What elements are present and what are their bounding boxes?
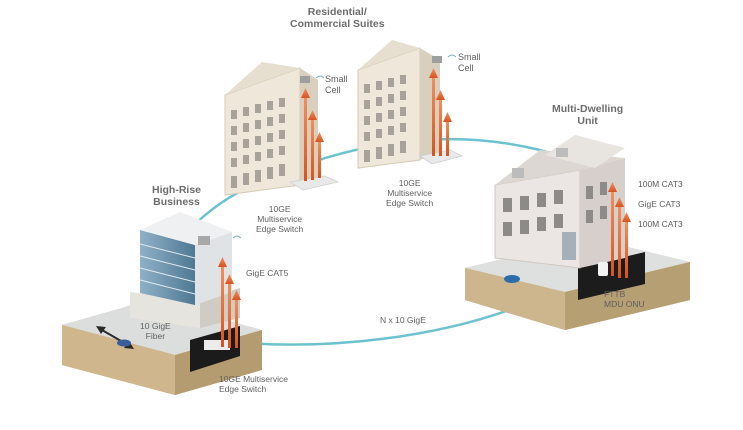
edge-switch-label-right: 10GE Multiservice Edge Switch <box>386 178 433 208</box>
small-cell-icon <box>300 76 310 83</box>
residential-building-left <box>225 62 338 195</box>
highrise-fiber-label: 10 GigE Fiber <box>140 321 171 341</box>
mdu-link-1: 100M CAT3 <box>638 179 683 189</box>
fiber-spool-icon <box>504 275 520 283</box>
small-cell-icon <box>432 56 442 63</box>
fiber-spool-icon <box>117 340 131 347</box>
mdu-link-2: GigE CAT3 <box>638 199 680 209</box>
highrise-site <box>62 212 262 395</box>
highrise-switch-label: 10GE Multiservice Edge Switch <box>219 374 288 394</box>
highrise-gige-label: GigE CAT5 <box>246 268 288 278</box>
uplink-arrows-right <box>429 68 452 156</box>
ring-label: N x 10 GigE <box>380 315 426 325</box>
mdu-site <box>465 135 690 330</box>
mdu-title: Multi-Dwelling Unit <box>552 103 623 127</box>
onu-device-icon <box>598 262 608 276</box>
edge-switch-device <box>204 340 230 350</box>
edge-switch-label-left: 10GE Multiservice Edge Switch <box>256 204 303 234</box>
residential-title: Residential/ Commercial Suites <box>290 6 385 30</box>
mdu-link-3: 100M CAT3 <box>638 219 683 229</box>
small-cell-icon <box>198 236 210 245</box>
mdu-onu-label: FTTB MDU ONU <box>604 289 645 309</box>
highrise-title: High-Rise Business <box>152 184 201 208</box>
small-cell-label-right: Small Cell <box>458 52 481 74</box>
small-cell-label-left: Small Cell <box>325 74 348 96</box>
